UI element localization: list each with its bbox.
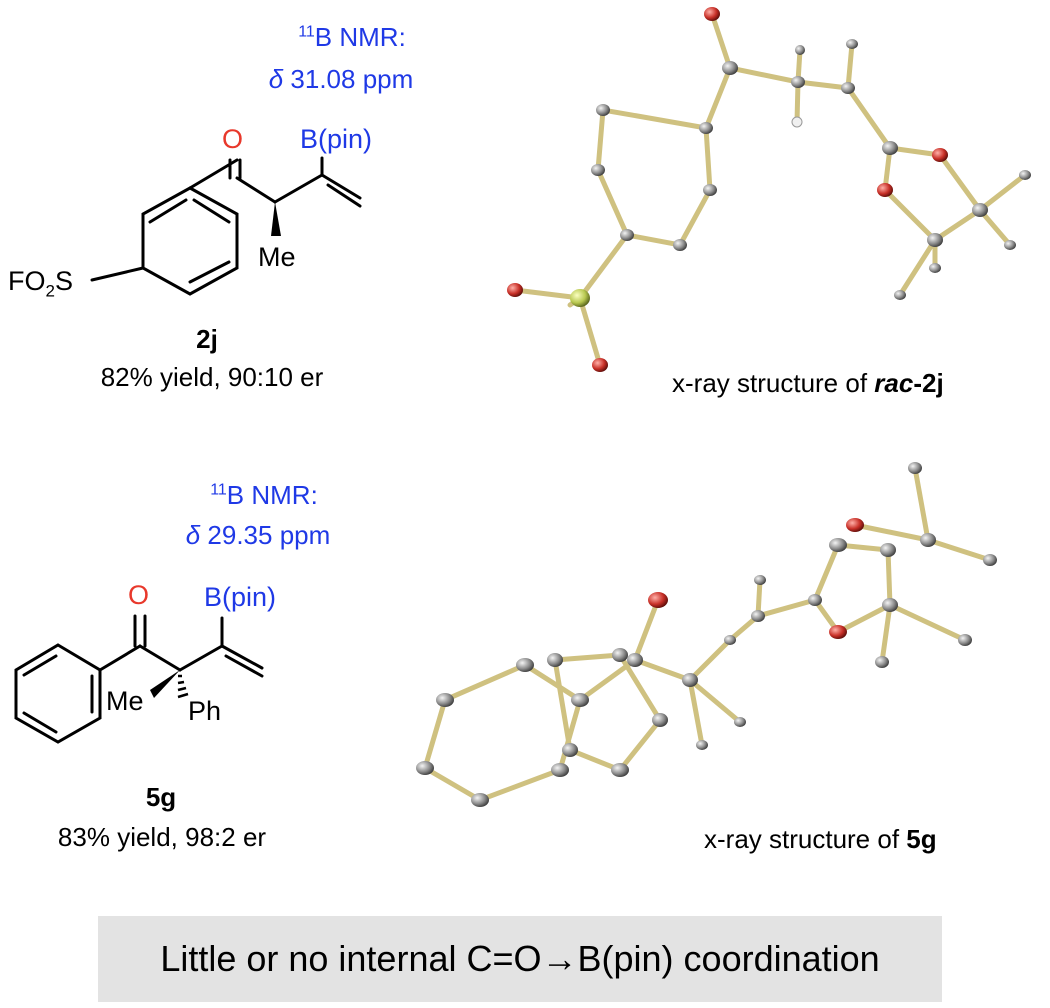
atom-bpin-2j: B(pin) bbox=[300, 124, 373, 154]
xray-5g-atoms bbox=[416, 462, 997, 807]
hash-phenyl-5g bbox=[177, 674, 189, 699]
group-me-2j: Me bbox=[258, 242, 296, 272]
banner-text: Little or no internal C=O→B(pin) coordin… bbox=[160, 938, 880, 979]
xray-caption-prefix-2j: x-ray structure of bbox=[672, 368, 875, 398]
atom-bpin-5g: B(pin) bbox=[204, 582, 277, 612]
nmr-label-sup-5g: 11 bbox=[210, 481, 227, 499]
bond-ring-sulfur bbox=[90, 266, 145, 282]
nmr-label-text-2j: B NMR: bbox=[314, 22, 406, 52]
bond-vinyl-double-1-5g bbox=[220, 644, 264, 670]
ring-double-bond-1 bbox=[148, 198, 188, 224]
nmr-label-2j: 11B NMR: bbox=[298, 24, 406, 50]
xray-caption-5g: x-ray structure of 5g bbox=[704, 826, 937, 852]
xray-caption-2j: x-ray structure of rac-2j bbox=[672, 370, 944, 396]
benzene-ring-2j bbox=[141, 186, 239, 296]
xray-2j-atoms bbox=[507, 7, 1031, 372]
xray-caption-prefix-5g: x-ray structure of bbox=[704, 824, 907, 854]
group-me-5g: Me bbox=[106, 686, 144, 716]
nmr-delta-5g: δ bbox=[185, 520, 201, 550]
atom-o-2j: O bbox=[222, 124, 244, 154]
bond-carbonyl-stereo bbox=[235, 176, 277, 204]
nmr-label-sup-2j: 11 bbox=[298, 23, 315, 41]
compound-id-5g: 5g bbox=[145, 782, 177, 812]
nmr-label-text-5g: B NMR: bbox=[226, 480, 318, 510]
ring5g-double-3 bbox=[22, 711, 58, 734]
yield-er-5g: 83% yield, 98:2 er bbox=[57, 822, 267, 852]
nmr-label-5g: 11B NMR: bbox=[210, 482, 318, 508]
xray-caption-rac: rac bbox=[874, 368, 914, 398]
bond-vinyl-double-2 bbox=[326, 183, 362, 208]
ring-double-bond-2 bbox=[192, 198, 231, 224]
ring-double-bond-3 bbox=[188, 260, 231, 284]
wedge-methyl-5g bbox=[150, 670, 180, 698]
ring5g-double-1 bbox=[22, 654, 58, 677]
group-fo2s-sub: 2 bbox=[45, 281, 55, 301]
group-fo2s-s: S bbox=[54, 266, 73, 296]
group-ph-5g: Ph bbox=[188, 696, 222, 726]
nmr-shift-2j: δ 31.08 ppm bbox=[269, 66, 414, 92]
group-fo2s-fo: FO bbox=[8, 266, 46, 296]
xray-5g-bonds bbox=[422, 465, 993, 803]
nmr-delta-2j: δ bbox=[268, 64, 284, 94]
nmr-shift-value-5g: 29.35 ppm bbox=[200, 520, 331, 550]
coordination-banner: Little or no internal C=O→B(pin) coordin… bbox=[98, 916, 942, 1002]
bond-quat-vinyl bbox=[178, 644, 224, 672]
bond-vinyl-double-1 bbox=[320, 173, 362, 200]
wedge-methyl-2j bbox=[271, 202, 281, 236]
bond-ring-carbonyl-5g bbox=[98, 644, 142, 672]
atom-o-5g: O bbox=[128, 580, 150, 610]
bond-vinyl-double-2-5g bbox=[224, 654, 264, 678]
bond-stereo-vinyl bbox=[273, 173, 324, 204]
skeleton-5g bbox=[14, 614, 264, 744]
xray-caption-suffix-2j: -2j bbox=[913, 368, 944, 398]
skeleton-2j bbox=[90, 156, 362, 296]
xray-caption-id-5g: 5g bbox=[906, 824, 937, 854]
yield-er-2j: 82% yield, 90:10 er bbox=[100, 362, 324, 392]
compound-id-2j: 2j bbox=[196, 324, 218, 354]
nmr-shift-value-2j: 31.08 ppm bbox=[283, 64, 414, 94]
nmr-shift-5g: δ 29.35 ppm bbox=[186, 522, 331, 548]
group-fo2s: FO2S bbox=[8, 266, 73, 301]
bond-carbonyl-quat bbox=[138, 644, 182, 672]
